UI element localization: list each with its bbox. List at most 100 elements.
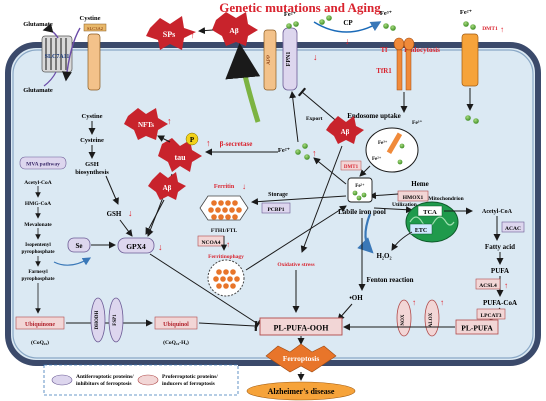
tca-label: TCA bbox=[423, 209, 437, 216]
gpx4-box bbox=[117, 237, 155, 254]
dmt1-endosome-label: DMT1 bbox=[344, 165, 359, 170]
acac-label: ACAC bbox=[505, 226, 521, 232]
tf-label: Tf bbox=[381, 46, 389, 54]
coq10-label: (CoQ₁₀) bbox=[31, 339, 49, 346]
pl-pufa-ooh-box bbox=[259, 317, 343, 336]
acac-box bbox=[501, 221, 525, 233]
ferritin-label: Ferritin bbox=[214, 184, 235, 190]
abeta-star-low bbox=[148, 172, 186, 200]
arrow-etc-h2o2 bbox=[391, 231, 413, 251]
fe-dot bbox=[361, 192, 367, 198]
dhodh-label: DHODH bbox=[95, 310, 100, 329]
nox-label: NOX bbox=[401, 314, 406, 326]
arrow-abeta-gpx4 bbox=[145, 199, 165, 235]
fenton-label: Fenton reaction bbox=[366, 276, 413, 284]
arrow-endosome-lip bbox=[359, 165, 371, 177]
fe2-cyto-label: Fe²⁺ bbox=[278, 147, 290, 154]
lip-label: Labile iron pool bbox=[338, 208, 386, 216]
gpx4-label: GPX4 bbox=[126, 242, 146, 251]
cysteine-label: Cysteine bbox=[80, 137, 104, 144]
cp-down-icon: ↓ bbox=[345, 36, 350, 46]
tfr1-protein-a bbox=[396, 49, 403, 91]
se-box bbox=[67, 237, 91, 253]
mito-label: Mitochondrion bbox=[428, 196, 463, 202]
legend-pro-text-2: inducers of ferroptosis bbox=[162, 381, 215, 387]
ferritin-down-icon: ↓ bbox=[242, 182, 246, 191]
dmt1-right-up-icon: ↑ bbox=[500, 25, 504, 34]
ipp-label-2: pyrophosphate bbox=[21, 249, 55, 255]
tfr1-protein-b bbox=[405, 49, 412, 91]
abeta-star-top bbox=[212, 12, 258, 46]
gsh-bio-label-1: GSH bbox=[85, 161, 99, 168]
dhodh-protein bbox=[90, 297, 106, 343]
alox-label: ALOX bbox=[429, 312, 434, 327]
abeta-top-label: Aβ bbox=[229, 26, 238, 35]
lpcat3-label: LPCAT3 bbox=[481, 313, 502, 319]
inhibit-ubqol-plpufaooh bbox=[198, 320, 258, 332]
fe3-in-endosome: Fe³⁺ bbox=[378, 140, 388, 146]
fe2-cyto-up-icon: ↑ bbox=[312, 148, 317, 158]
mito-cristae bbox=[409, 216, 455, 228]
tau-label: tau bbox=[174, 153, 186, 162]
ipp-label-1: Isopentenyl bbox=[25, 242, 51, 248]
fe2-top-label: Fe²⁺ bbox=[284, 11, 296, 18]
fpn1-down-icon: ↓ bbox=[313, 52, 318, 62]
oxidative-stress-label: Oxidative stress bbox=[277, 262, 314, 268]
arrow-fe-export bbox=[289, 91, 299, 143]
dmt1-right-label: DMT1 bbox=[482, 26, 498, 32]
pufa-label: PUFA bbox=[491, 267, 509, 275]
acetyl-coa-left-label: Acetyl-CoA bbox=[24, 180, 52, 186]
inhibit-abeta-fpn1 bbox=[297, 87, 341, 125]
endosome-uptake-label: Endosome uptake bbox=[347, 112, 400, 120]
tau-up-icon: ↑ bbox=[206, 138, 211, 148]
abeta-star-mid bbox=[326, 116, 364, 144]
fsp1-protein bbox=[108, 297, 124, 343]
fe-dot bbox=[473, 118, 479, 124]
arrow-glutamate-out bbox=[42, 23, 59, 39]
fpp-label-2: pyrophosphate bbox=[21, 276, 55, 282]
alox-up-icon: ↑ bbox=[440, 298, 444, 307]
gsh-down-icon: ↓ bbox=[128, 208, 133, 218]
diagram-title: Genetic mutations and Aging bbox=[219, 0, 381, 15]
cystine-out-label: Cystine bbox=[80, 15, 101, 22]
pl-pufa-box bbox=[455, 319, 499, 335]
tca-box bbox=[417, 205, 443, 217]
ferritin-iron-cluster bbox=[208, 200, 242, 220]
lpcat3-box bbox=[476, 308, 506, 320]
arrow-bio-gsh bbox=[105, 175, 119, 205]
pl-pufa-label: PL-PUFA bbox=[461, 324, 493, 333]
gpx4-down-icon: ↓ bbox=[158, 242, 163, 252]
sps-label: SPs bbox=[163, 30, 175, 39]
nfts-label: NFTs bbox=[138, 121, 154, 129]
fe-dot bbox=[397, 159, 403, 165]
arrow-abeta-oxstress bbox=[300, 145, 343, 253]
tf-ball bbox=[403, 37, 415, 51]
fe-dot bbox=[383, 23, 389, 29]
pcbp1-box bbox=[261, 202, 291, 214]
arrow-lip-fenton-curve bbox=[357, 213, 374, 254]
arrow-glutamate-in bbox=[43, 71, 57, 87]
etc-label: ETC bbox=[415, 228, 427, 234]
arrow-se-from-ipp bbox=[53, 257, 92, 266]
beta-secretase-label: β-secretase bbox=[220, 140, 253, 148]
fe-dot bbox=[319, 19, 325, 25]
hmg-coa-label: HMG-CoA bbox=[25, 201, 51, 207]
sps-up-icon: ↑ bbox=[190, 30, 195, 40]
coq10h2-label: (CoQ₁₀-H₂) bbox=[163, 339, 189, 346]
fsp1-label: FSP1 bbox=[113, 314, 118, 326]
mva-label: MVA pathway bbox=[26, 162, 60, 168]
abeta-low-label: Aβ bbox=[163, 184, 172, 192]
fe-dot bbox=[399, 143, 405, 149]
ferritinophagy-label: Ferritinophagy bbox=[208, 254, 244, 260]
fe-dot bbox=[302, 143, 308, 149]
etc-box bbox=[409, 223, 433, 235]
fatty-acid-label: Fatty acid bbox=[485, 243, 515, 251]
fe2-in-endosome: Fe²⁺ bbox=[372, 156, 382, 162]
fe3-top-label: Fe³⁺ bbox=[380, 10, 392, 17]
fe-dot bbox=[286, 23, 292, 29]
tf-ball bbox=[393, 37, 405, 51]
fe-dot bbox=[326, 15, 332, 21]
legend-pro-swatch bbox=[137, 374, 159, 386]
